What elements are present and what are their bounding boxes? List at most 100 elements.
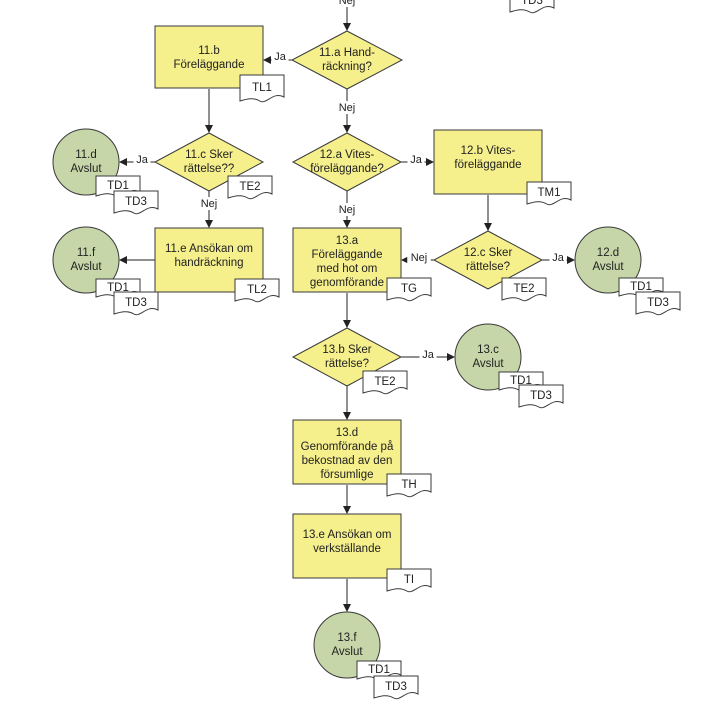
document-shape: [227, 175, 273, 200]
document-symbol: TL1: [239, 74, 285, 103]
edge-label: Ja: [552, 252, 565, 264]
document-shape: [373, 675, 419, 700]
document-symbol: TG: [386, 277, 432, 302]
document-code: TE2: [239, 181, 260, 193]
document-code: TD1: [107, 180, 129, 192]
document-code: TG: [401, 283, 417, 295]
document-code: TD3: [647, 297, 669, 309]
node-text-line: försumlige: [320, 469, 373, 481]
document-shape: [362, 370, 408, 395]
document-shape: [113, 190, 159, 215]
document-symbol: TD1: [498, 371, 544, 392]
node-text-line: 12.a Vites-: [320, 149, 375, 161]
edge-label: Nej: [201, 198, 218, 210]
node-text-line: 13.c: [477, 344, 499, 356]
node-text-line: 13.b Sker: [322, 344, 371, 356]
document-symbol: TH: [386, 473, 432, 498]
document-symbol: TD3: [518, 384, 564, 409]
document-code: TL1: [252, 82, 272, 94]
document-symbol: TM1: [526, 181, 572, 206]
node-text-line: 13.e Ansökan om: [303, 529, 392, 541]
node-text-line: genomförande: [310, 277, 384, 289]
node-text-line: 12.b Vites-: [461, 145, 516, 157]
end-circle: [52, 226, 120, 294]
node-text-line: verkställande: [313, 543, 381, 555]
node-text-line: 12.c Sker: [464, 247, 513, 259]
document-shape: [239, 74, 285, 103]
edge-label-bg: [549, 251, 567, 264]
edge-label-bg: [335, 203, 359, 216]
node-text-line: Föreläggande: [312, 249, 383, 261]
document-shape: [518, 384, 564, 409]
document-code: TD1: [107, 282, 129, 294]
document-code: TL2: [247, 284, 267, 296]
node-12c: 12.c Sker rättelse?: [432, 230, 544, 290]
document-symbol: TI: [386, 568, 432, 593]
node-text-line: 11.d: [75, 149, 97, 161]
decision-diamond: [291, 132, 403, 192]
edge-label: Nej: [339, 0, 356, 7]
document-code: TI: [404, 574, 414, 586]
node-text-line: 11.a Hand-: [319, 47, 375, 59]
node-text-line: handräckning: [174, 257, 243, 269]
decision-diamond: [432, 230, 544, 290]
node-text-line: Avslut: [70, 163, 102, 175]
edge-label-bg: [197, 197, 221, 210]
document-code: TE2: [513, 283, 534, 295]
process-box: [292, 227, 402, 293]
node-text-line: Genomförande på: [301, 441, 394, 453]
edge-label-bg: [271, 50, 289, 63]
node-text-line: Föreläggande: [174, 59, 245, 71]
document-symbol: TD3: [113, 190, 159, 215]
edge-label: Ja: [410, 154, 423, 166]
edge-label: Nej: [411, 252, 428, 264]
document-code: TD1: [368, 664, 390, 676]
node-text-line: föreläggande?: [310, 163, 384, 175]
node-text-line: 13.a: [336, 235, 359, 247]
edge-label: Ja: [136, 154, 149, 166]
document-code: TD1: [510, 375, 532, 387]
document-code: TD3: [530, 390, 552, 402]
edge-label-bg: [407, 153, 425, 166]
document-shape: [386, 473, 432, 498]
document-symbol: TE2: [227, 175, 273, 200]
node-13e: 13.e Ansökan om verkställande: [292, 513, 402, 579]
decision-diamond: [290, 30, 404, 90]
document-symbol: TE2: [501, 277, 547, 302]
node-text-line: 11.c Sker: [185, 149, 233, 161]
node-text-line: Avslut: [472, 358, 504, 370]
edge-label-bg: [407, 251, 431, 264]
node-text-line: 12.d: [597, 247, 619, 259]
document-shape: [386, 568, 432, 593]
document-shape: [635, 291, 681, 316]
edge-label: Nej: [339, 204, 356, 216]
document-symbol: TD3: [373, 675, 419, 700]
node-text-line: med hot om: [317, 263, 378, 275]
node-12b: 12.b Vites-föreläggande: [433, 129, 543, 195]
node-text-line: rättelse?: [466, 261, 510, 273]
document-code: TE2: [374, 376, 395, 388]
document-symbol: TE2: [362, 370, 408, 395]
node-text-line: Avslut: [331, 646, 363, 658]
node-text-line: 11.f: [77, 247, 96, 259]
document-code: TD3: [385, 681, 407, 693]
document-code: TD3: [125, 196, 147, 208]
node-12a: 12.a Vites-föreläggande?: [291, 132, 403, 192]
node-text-line: bekostnad av den: [302, 455, 393, 467]
document-shape: [234, 278, 280, 303]
process-box: [433, 129, 543, 195]
edge-label-bg: [335, 101, 359, 114]
node-text-line: 11.b: [198, 45, 220, 57]
document-code: TM1: [538, 187, 561, 199]
document-code: TH: [401, 479, 416, 491]
document-code: TD3: [125, 297, 147, 309]
document-shape: [501, 277, 547, 302]
node-text-line: räckning?: [322, 61, 372, 73]
document-symbol: TL2: [234, 278, 280, 303]
document-shape: [113, 291, 159, 316]
